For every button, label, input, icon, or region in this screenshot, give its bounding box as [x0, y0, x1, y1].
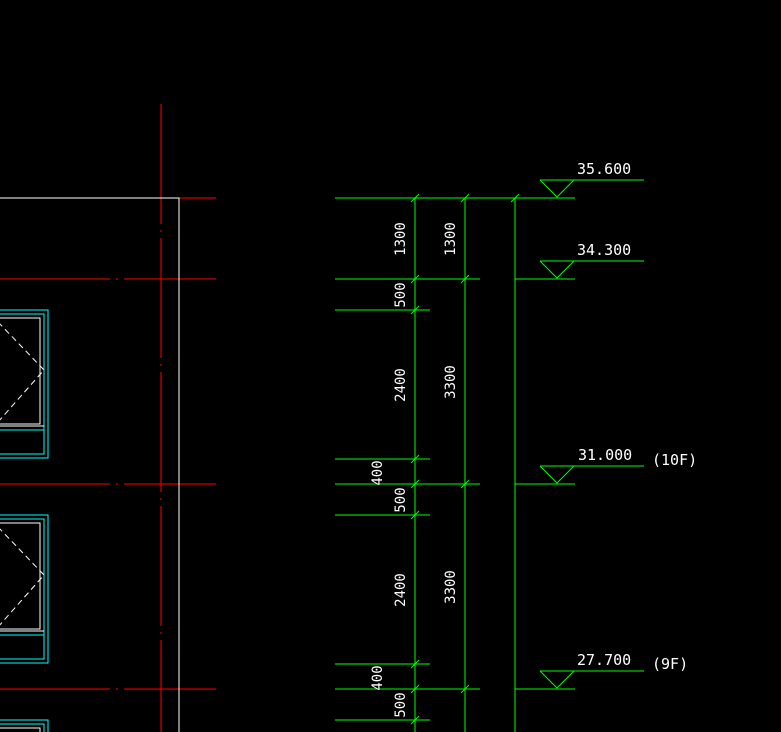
dim-label: 2400	[393, 368, 409, 402]
dim-label: 500	[393, 692, 409, 717]
dimension-chains	[335, 193, 575, 732]
dim-label: 500	[393, 487, 409, 512]
level-triangle-icon	[539, 465, 576, 484]
floor-label: (10F)	[652, 451, 697, 469]
dim-label: 3300	[443, 365, 459, 399]
building-outline	[0, 197, 180, 732]
level-value: 31.000	[578, 446, 632, 464]
floor-label: (9F)	[652, 655, 688, 673]
level-marker-34300: 34.300	[539, 241, 644, 279]
window-lower	[0, 719, 49, 732]
level-value: 35.600	[577, 160, 631, 178]
dimension-ticks	[410, 193, 520, 725]
building-elevation	[0, 104, 216, 732]
dim-label: 1300	[393, 222, 409, 256]
level-marker-35600: 35.600	[539, 160, 644, 198]
dimension-labels: 1300 500 2400 400 500 2400 400 500 1300 …	[370, 222, 459, 718]
level-triangle-icon	[539, 179, 576, 198]
level-triangle-icon	[539, 670, 576, 689]
level-marker-31000: 31.000 (10F)	[539, 446, 697, 484]
window-upper	[0, 309, 49, 459]
dim-label: 1300	[443, 222, 459, 256]
dim-label: 2400	[393, 573, 409, 607]
dim-label: 3300	[443, 570, 459, 604]
window-middle	[0, 514, 49, 664]
level-value: 34.300	[577, 241, 631, 259]
level-marker-27700: 27.700 (9F)	[539, 651, 688, 689]
dim-label: 400	[370, 460, 386, 485]
level-triangle-icon	[539, 260, 576, 279]
dim-label: 500	[393, 282, 409, 307]
dim-label: 400	[370, 665, 386, 690]
level-value: 27.700	[577, 651, 631, 669]
